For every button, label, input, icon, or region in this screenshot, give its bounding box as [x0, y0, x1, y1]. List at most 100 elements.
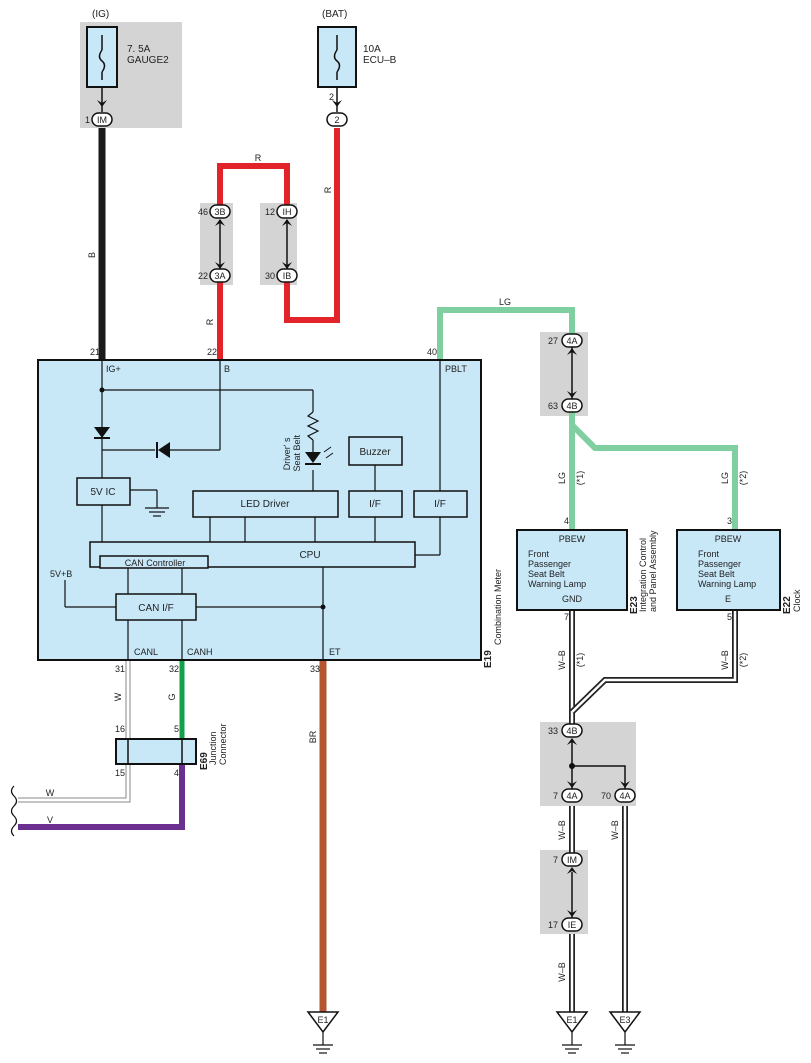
- integration-control-box: PBEW Front Passenger Seat Belt Warning L…: [516, 529, 628, 611]
- ig-label: (IG): [92, 9, 109, 20]
- conn-ib-label: IB: [283, 271, 292, 281]
- meter-name: Combination Meter: [493, 569, 503, 645]
- pin-k5: 5: [727, 612, 732, 622]
- wire-red-loop: [217, 163, 290, 210]
- pin-m31: 31: [115, 664, 125, 674]
- note-2-bottom: (*2): [738, 653, 748, 668]
- led-label-line1: Driver' s: [282, 437, 292, 470]
- junction-code: E69: [199, 752, 210, 770]
- pin-g70: 70: [601, 791, 611, 801]
- conn-im-bottom-label: IM: [567, 855, 577, 865]
- meter-pin-canh: CANH: [187, 647, 213, 657]
- pin-m21: 21: [90, 347, 100, 357]
- wire-label-lg-left: LG: [557, 472, 567, 484]
- meter-5vb: 5V+B: [50, 569, 72, 579]
- conn-2-label: 2: [334, 115, 339, 125]
- integration-name1: Integration Control: [638, 538, 648, 612]
- clock-code: E22: [782, 596, 793, 614]
- int-body-3: Warning Lamp: [528, 579, 586, 589]
- pin-im-1: 1: [85, 115, 90, 125]
- clock-body-1: Passenger: [698, 559, 741, 569]
- fuse-bat-rating: 10A: [363, 44, 381, 55]
- pin-g7: 7: [553, 791, 558, 801]
- wire-label-g: G: [167, 693, 177, 700]
- conn-4b-bottom-label: 4B: [566, 726, 577, 736]
- pin-i7: 7: [564, 612, 569, 622]
- wire-label-wb-4: W–B: [610, 820, 620, 840]
- ground-e1a-label: E1: [317, 1015, 328, 1025]
- if2-box: [413, 490, 468, 518]
- combination-meter: IG+ B PBLT CANL CANH ET 5V+B: [37, 359, 482, 661]
- pin-bat-2: 2: [329, 92, 334, 102]
- integration-code: E23: [629, 596, 640, 614]
- wire-label-w-bottom: W: [46, 788, 55, 798]
- led-driver-label: LED Driver: [241, 499, 291, 510]
- note-1-top: (*1): [575, 471, 585, 486]
- fuse-ig-name: GAUGE2: [127, 55, 169, 66]
- clock-name: Clock: [792, 589, 802, 612]
- wire-lg-split: [569, 412, 738, 530]
- pin-k3: 3: [727, 516, 732, 526]
- ground-e1-right: E1: [555, 1011, 589, 1054]
- bat-label: (BAT): [322, 9, 347, 20]
- wire-label-v: V: [47, 815, 53, 825]
- wire-label-w: W: [113, 692, 123, 701]
- wire-wb-group: [219, 220, 738, 1012]
- pin-j16: 16: [115, 724, 125, 734]
- ic5v-label: 5V IC: [90, 487, 115, 498]
- integration-name2: and Panel Assembly: [648, 530, 658, 612]
- diode-icon: [158, 442, 170, 458]
- conn-4b-top-label: 4B: [566, 401, 577, 411]
- meter-code: E19: [483, 650, 494, 668]
- meter-pin-et: ET: [329, 647, 341, 657]
- junction-name1: Junction: [208, 731, 218, 765]
- wire-label-br: BR: [308, 730, 318, 743]
- conn-ih-label: IH: [283, 207, 292, 217]
- conn-im-label: IM: [97, 115, 107, 125]
- pin-im7: 7: [553, 855, 558, 865]
- wire-label-wb-2: W–B: [720, 650, 730, 670]
- int-pin-bottom: GND: [562, 594, 583, 604]
- note-1-bottom: (*1): [575, 653, 585, 668]
- pin-m40: 40: [427, 347, 437, 357]
- connector-pills: [91, 112, 636, 932]
- wire-label-r-right: R: [323, 186, 333, 193]
- meter-pin-canl: CANL: [134, 647, 158, 657]
- wire-label-r-left: R: [205, 318, 215, 325]
- pin-m22: 22: [207, 347, 217, 357]
- clock-body-3: Warning Lamp: [698, 579, 756, 589]
- wire-label-wb-3: W–B: [557, 820, 567, 840]
- pin-j4: 4: [174, 768, 179, 778]
- clock-body-0: Front: [698, 549, 720, 559]
- meter-pin-pblt: PBLT: [445, 364, 467, 374]
- pin-22a: 22: [198, 271, 208, 281]
- wire-label-b: B: [87, 252, 97, 258]
- cpu-label: CPU: [299, 550, 320, 561]
- junction-name2: Connector: [218, 723, 228, 765]
- if1-box: [348, 490, 403, 518]
- pin-j5: 5: [174, 724, 179, 734]
- pin-12: 12: [265, 207, 275, 217]
- wire-label-wb-5: W–B: [557, 962, 567, 982]
- if1-label: I/F: [369, 499, 381, 510]
- conn-3b-label: 3B: [214, 207, 225, 217]
- led-driver-box: [192, 490, 339, 518]
- wire-label-r-top: R: [255, 153, 262, 163]
- wire-violet-v: [18, 764, 185, 830]
- wire-label-lg-top: LG: [499, 297, 511, 307]
- led-label-line2: Seat Belt: [292, 435, 302, 472]
- wire-red-lower: [284, 128, 340, 323]
- pin-j15: 15: [115, 768, 125, 778]
- wire-label-lg-right: LG: [720, 472, 730, 484]
- pin-27: 27: [548, 336, 558, 346]
- ground-e1b-label: E1: [566, 1015, 577, 1025]
- clock-pin-bottom: E: [725, 594, 731, 604]
- ground-e3: E3: [608, 1011, 642, 1054]
- pin-63: 63: [548, 401, 558, 411]
- if2-label: I/F: [434, 499, 446, 510]
- conn-ie-label: IE: [568, 920, 577, 930]
- int-body-1: Passenger: [528, 559, 571, 569]
- pin-46: 46: [198, 207, 208, 217]
- can-if-label: CAN I/F: [138, 603, 174, 614]
